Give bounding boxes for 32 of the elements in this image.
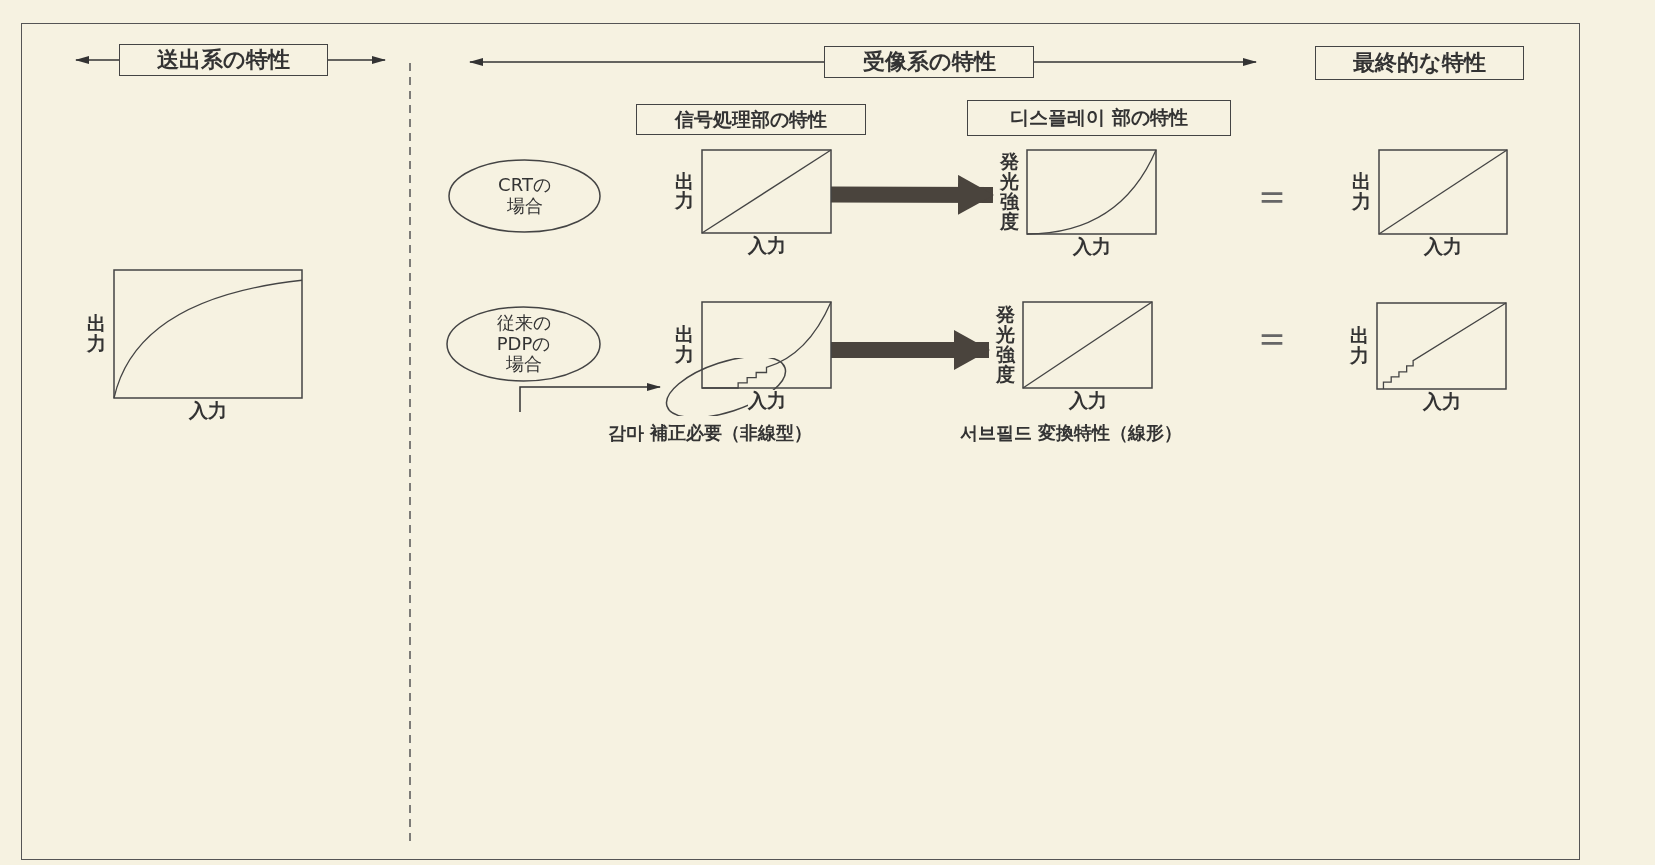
axis-label: 出力 bbox=[1349, 326, 1369, 366]
arrow bbox=[1033, 58, 1257, 66]
heading-box: 受像系の特性 bbox=[824, 46, 1034, 78]
heading-box: 送出系の特性 bbox=[119, 44, 328, 76]
axis-label: 出力 bbox=[86, 314, 106, 354]
block-arrow bbox=[830, 174, 994, 215]
axis-label: 出力 bbox=[674, 325, 694, 365]
arrow bbox=[75, 56, 120, 64]
heading-box: 디스플레이 部の特性 bbox=[967, 100, 1231, 136]
axis-label: 入力 bbox=[747, 235, 786, 256]
axis-label: 出力 bbox=[674, 171, 694, 212]
axis-label: 入力 bbox=[1068, 390, 1107, 411]
axis-label: 入力 bbox=[1072, 236, 1111, 257]
leader-line bbox=[519, 383, 661, 413]
block-arrow bbox=[831, 330, 990, 370]
axis-label: 入力 bbox=[1424, 236, 1462, 257]
caption-text: 감마 補正必要（非線型） bbox=[608, 421, 813, 445]
arrow bbox=[327, 56, 386, 64]
axis-label: 入力 bbox=[189, 400, 227, 421]
case-ellipse: 従来のPDPの場合 bbox=[445, 305, 602, 383]
case-ellipse: CRTの場合 bbox=[447, 158, 602, 234]
arrow bbox=[469, 58, 825, 66]
axis-label: 入力 bbox=[747, 390, 786, 411]
heading-box: 信号処理部の特性 bbox=[636, 104, 866, 135]
axis-label: 発光強度 bbox=[995, 305, 1015, 385]
equals-sign: ＝ bbox=[1252, 313, 1292, 362]
equals-sign: ＝ bbox=[1252, 171, 1292, 220]
axis-label: 入力 bbox=[1422, 391, 1461, 412]
axis-label: 出力 bbox=[1351, 172, 1371, 212]
heading-box: 最終的な特性 bbox=[1315, 46, 1524, 80]
axis-label: 発光強度 bbox=[999, 152, 1019, 232]
caption-text: 서브필드 変換特性（線形） bbox=[960, 421, 1183, 445]
